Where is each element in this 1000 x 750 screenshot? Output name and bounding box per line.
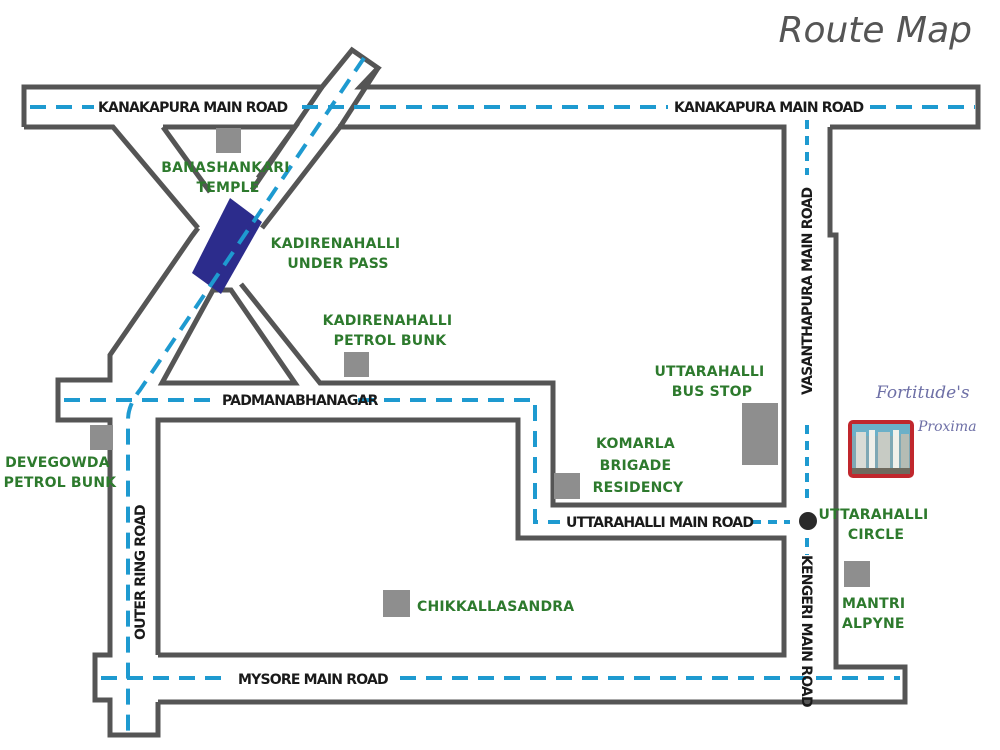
project-name-line2: Proxima <box>917 419 977 435</box>
project-marker-fortitudes-proxima[interactable]: Fortitude's Proxima <box>848 383 977 478</box>
place-label-uttarahalli-circle: UTTARAHALLI CIRCLE <box>818 507 933 543</box>
map-title: Route Map <box>778 10 972 51</box>
uttarahalli-circle-marker <box>799 512 817 530</box>
landmark-komarla-brigade <box>554 473 580 499</box>
road-label-padmanabhanagar: PADMANABHANAGAR <box>222 393 379 409</box>
road-outlines <box>21 46 981 738</box>
road-label-outer-ring: OUTER RING ROAD <box>133 505 149 640</box>
diagonal-lower-left-edge <box>55 226 200 738</box>
kanakapura-road-bottom-mid <box>239 124 787 508</box>
underpass-block <box>192 198 262 294</box>
place-label-uttarahalli-bus-stop: UTTARAHALLI BUS STOP <box>654 364 769 400</box>
building-thumbnail <box>848 420 914 478</box>
place-label-underpass: KADIRENAHALLI UNDER PASS <box>271 236 406 272</box>
road-label-kanakapura-left: KANAKAPURA MAIN ROAD <box>98 100 288 116</box>
lower-triangle <box>157 287 300 386</box>
landmark-uttarahalli-bus-stop <box>742 403 778 465</box>
landmark-kadirenahalli-petrol <box>344 352 369 377</box>
road-label-kanakapura-right: KANAKAPURA MAIN ROAD <box>674 100 864 116</box>
road-label-vasanthapura: VASANTHAPURA MAIN ROAD <box>800 188 816 395</box>
road-label-uttarahalli-main: UTTARAHALLI MAIN ROAD <box>566 515 753 531</box>
route-diagonal <box>126 56 366 735</box>
landmark-banashankari-temple <box>216 128 241 153</box>
place-label-devegowda-petrol: DEVEGOWDA PETROL BUNK <box>4 455 118 491</box>
road-label-kengeri: KENGERI MAIN ROAD <box>798 555 814 707</box>
place-label-kadirenahalli-petrol: KADIRENAHALLI PETROL BUNK <box>323 313 458 349</box>
project-name-line1: Fortitude's <box>875 383 970 403</box>
landmark-chikkallasandra <box>383 590 410 617</box>
place-label-banashankari: BANASHANKARI TEMPLE <box>161 160 295 196</box>
route-lines <box>30 56 975 735</box>
place-label-mantri-alpyne: MANTRI ALPYNE <box>842 596 910 632</box>
vasanthapura-right-edge <box>158 127 908 705</box>
place-label-komarla-brigade: KOMARLA BRIGADE RESIDENCY <box>593 436 684 496</box>
road-label-mysore-main: MYSORE MAIN ROAD <box>238 672 388 688</box>
kanakapura-road-bottom-left <box>24 124 200 230</box>
diagonal-upper-right-edge <box>249 66 381 230</box>
inner-block-edge <box>155 417 787 658</box>
place-label-chikkallasandra: CHIKKALLASANDRA <box>417 599 574 615</box>
route-padmanabhanagar-right <box>358 398 560 524</box>
landmark-mantri-alpyne <box>844 561 870 587</box>
landmark-devegowda-petrol <box>90 425 113 450</box>
